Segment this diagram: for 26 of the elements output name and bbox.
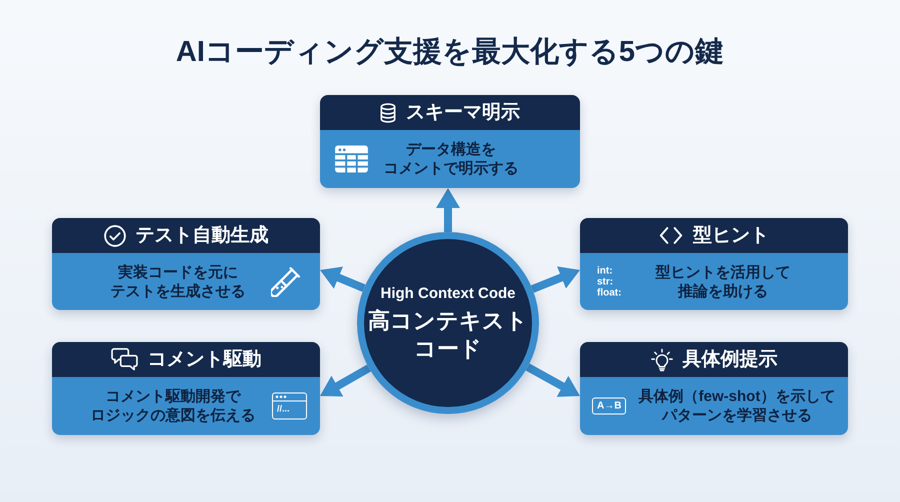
arrow [526,364,582,400]
circle-subtitle: High Context Code [380,284,516,304]
card-title: スキーマ明示 [406,100,520,124]
card [52,218,320,310]
card [580,218,848,310]
card-title: テスト自動生成 [136,224,268,248]
arrow [318,364,371,400]
card-title: 具体例提示 [682,348,778,372]
card-description: 具体例（few-shot）を示してパターンを学習させる [638,387,836,425]
mapping-tag: A→B [592,398,626,414]
card-description: 型ヒントを活用して推論を助ける [656,262,790,300]
card-description: コメント駆動開発でロジックの意図を伝える [90,387,256,425]
card [320,95,580,188]
card [580,342,848,435]
card-description: 実装コードを元にテストを生成させる [110,262,246,300]
card [52,342,320,435]
circle-title: 高コンテキストコード [368,306,528,362]
arrow [530,266,582,293]
code-window: //... [272,392,307,420]
card-description: データ構造をコメントで明示する [384,140,518,178]
arrow [436,188,460,232]
arrow [318,266,366,292]
code-snippet: int: str: float: [597,265,622,298]
card-title: コメント駆動 [148,348,262,372]
title: AIコーディング支援を最大化する5つの鍵 [176,35,724,70]
card-title: 型ヒント [693,224,769,248]
